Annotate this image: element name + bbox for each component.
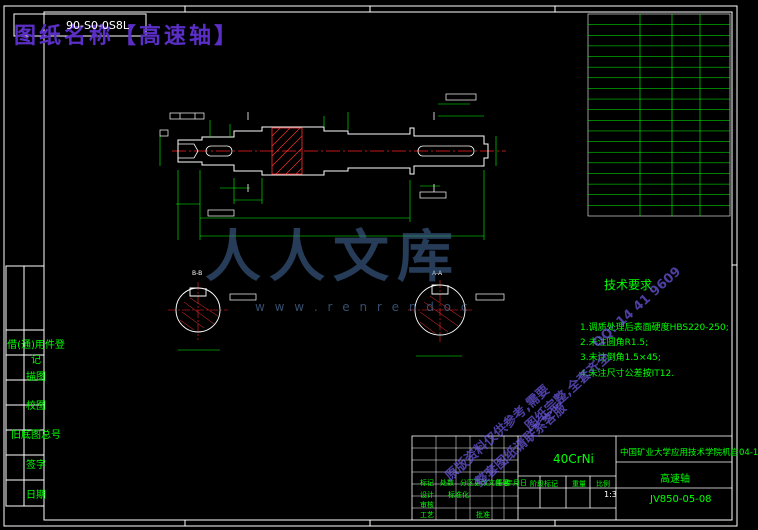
watermark-site-url: w w w . r e n r e n d o c: [255, 300, 471, 314]
section-view-aa: [408, 280, 505, 357]
school-label: 中国矿业大学应用技术学院机自04-1: [620, 448, 758, 458]
shaft-hatch-region: [271, 127, 303, 175]
tb-stage-label: 阶段标记: [530, 480, 558, 488]
tb-stage-label: 比例: [596, 480, 610, 488]
tb-row-label: 分区: [460, 479, 474, 487]
drawing-code-label: JV850-05-08: [650, 494, 712, 505]
keyway-right: [417, 145, 475, 157]
tb-row-label: 更改文件号: [474, 479, 509, 487]
tolerance-frames: [159, 93, 477, 217]
shaft-main-view: [159, 93, 506, 240]
tb-design-label: 审核: [420, 501, 434, 509]
page-title: 图纸名称【高速轴】: [14, 24, 240, 49]
tb-row-label: 标记: [420, 479, 434, 487]
title-block: [411, 435, 733, 521]
left-strip-label-tracing: 描图: [26, 372, 46, 383]
section-label-bb: B-B: [192, 270, 203, 277]
tech-requirement-item: 2.未注圆角R1.5;: [580, 338, 649, 348]
section-label-aa: A-A: [432, 270, 443, 277]
tech-requirements-title: 技术要求: [604, 278, 653, 292]
border-ticks: [184, 6, 737, 526]
tb-design-label: 设计: [420, 491, 434, 499]
part-name-label: 高速轴: [660, 474, 690, 485]
center-hole: [178, 143, 199, 159]
drawing-number-top: 90-S0-0S8L: [66, 19, 130, 32]
left-strip-label-checking: 校图: [26, 401, 46, 412]
shaft-outline: [177, 126, 489, 176]
left-strip-label-register: 借(通)用件登记: [7, 340, 65, 366]
tb-design-label: 批准: [476, 511, 490, 519]
dimension-lines: [159, 103, 497, 240]
left-strip-label-signature: 签字: [26, 460, 46, 471]
tb-design-label: 工艺: [420, 511, 434, 519]
tb-stage-label: 重量: [572, 480, 586, 488]
tb-row-label: 年月日: [506, 479, 527, 487]
parameter-table: [587, 13, 731, 217]
tb-row-label: 签名: [496, 479, 510, 487]
shaft-hatch-lines: [271, 127, 303, 175]
keyway-left: [205, 145, 233, 157]
parameter-table-rows: [588, 24, 730, 206]
tech-requirement-item: 3.未注倒角1.5×45;: [580, 353, 661, 363]
tech-requirement-item: 4.未注尺寸公差按IT12.: [580, 369, 675, 379]
material-label: 40CrNi: [553, 452, 594, 466]
tb-row-label: 处数: [440, 479, 454, 487]
scale-value: 1:3: [604, 490, 617, 499]
title-block-grid: [412, 436, 518, 520]
engineering-drawing-sheet: [3, 5, 738, 527]
left-strip-label-date: 日期: [26, 490, 46, 501]
left-strip-label-old-drawing-no: 旧底图总号: [11, 430, 61, 441]
section-cut-marks: [247, 112, 435, 192]
section-view-bb: [168, 282, 257, 351]
tech-requirement-item: 1.调质处理后表面硬度HBS220-250;: [580, 323, 729, 333]
watermark-site-name: 人人文库: [205, 225, 461, 290]
left-strip-table: [5, 265, 45, 507]
tb-design-label: 标准化: [448, 491, 469, 499]
